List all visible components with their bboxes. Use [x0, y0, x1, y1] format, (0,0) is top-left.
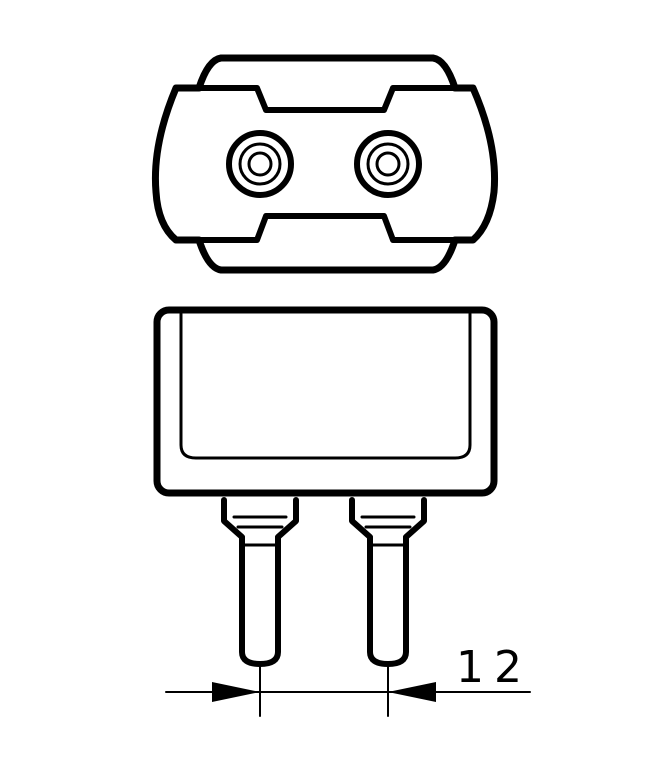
dimension-label: 12 — [456, 642, 532, 693]
pin-socket-left — [226, 130, 294, 198]
top-view-inner-recess — [196, 85, 458, 243]
pin-socket-right — [354, 130, 422, 198]
dimension-arrow-right — [388, 682, 436, 702]
pin-right — [349, 497, 427, 667]
base-side-view — [153, 306, 498, 497]
pin-spacing-dimension: 12 — [165, 642, 532, 717]
top-view-outer-outline — [151, 54, 498, 274]
dimension-arrow-left — [212, 682, 260, 702]
pin-left — [221, 497, 299, 667]
base-top-view — [151, 54, 498, 274]
side-view-body — [153, 306, 498, 497]
side-view-inner-panel — [179, 312, 472, 460]
